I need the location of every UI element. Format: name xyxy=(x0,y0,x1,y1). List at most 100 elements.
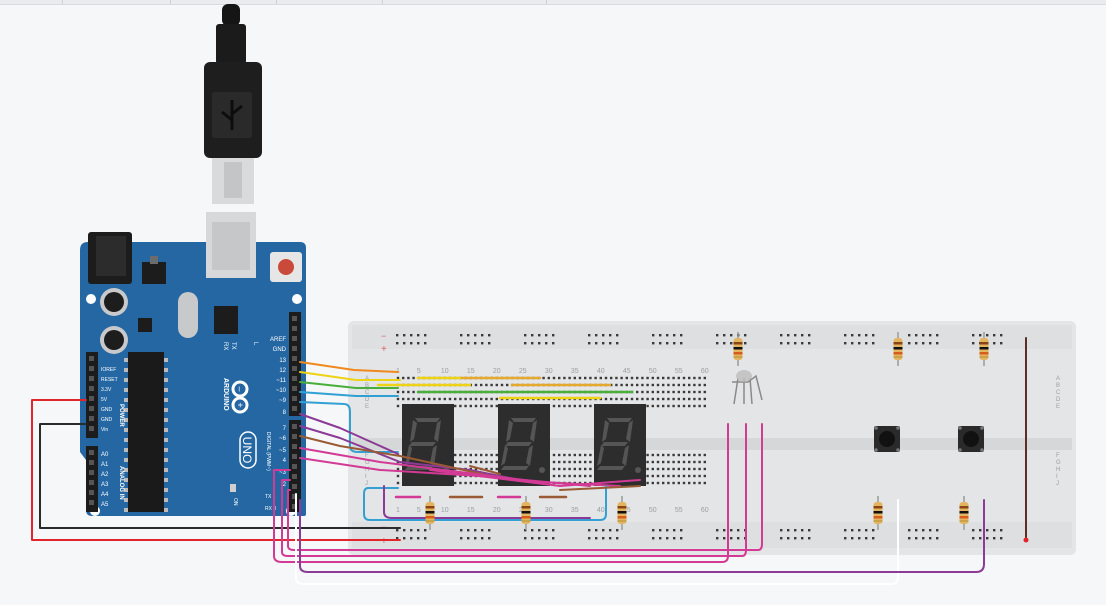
resistor-3[interactable] xyxy=(979,332,989,366)
column-number: 45 xyxy=(623,368,631,375)
wire-pin11 xyxy=(299,381,399,389)
resistor-1[interactable] xyxy=(733,332,743,366)
wire-pin10 xyxy=(299,391,399,397)
row-label: E xyxy=(1056,404,1060,410)
wire-magenta-long-3 xyxy=(287,423,763,551)
top-toolbar-strip xyxy=(0,0,1106,5)
rx-label: RX xyxy=(222,342,228,350)
power-pin-label: 3.3V xyxy=(101,387,112,393)
seven-segment-display-3[interactable] xyxy=(594,404,646,486)
column-number: 50 xyxy=(649,507,657,514)
toolbar-separator xyxy=(170,0,171,4)
digital-pin-label: AREF xyxy=(270,337,286,343)
column-number: 20 xyxy=(493,368,501,375)
resistor-8[interactable] xyxy=(959,496,969,530)
row-label: I xyxy=(1056,474,1058,480)
wire-pin6 xyxy=(299,435,501,479)
arduino-logo-text: ARDUINO xyxy=(222,378,229,411)
digital-pin-label: 2 xyxy=(283,482,287,488)
seven-segment-display-2[interactable] xyxy=(498,404,550,486)
push-button-1[interactable] xyxy=(874,426,900,452)
resistor-6[interactable] xyxy=(617,496,627,530)
power-pin-label: GND xyxy=(101,407,113,413)
rgb-led[interactable] xyxy=(732,370,763,405)
tx-pin-label: TX 1 xyxy=(265,494,276,500)
digital-pin-label: ~3 xyxy=(279,470,287,476)
digital-pin-label: 12 xyxy=(279,368,286,374)
wire-white-long xyxy=(295,493,899,585)
column-number: 1 xyxy=(396,507,400,514)
resistor-2[interactable] xyxy=(893,332,903,366)
power-label: POWER xyxy=(118,404,124,427)
resistor-4[interactable] xyxy=(425,496,435,530)
l-label: L xyxy=(252,342,258,346)
wire-gnd-black xyxy=(39,423,401,529)
digital-pin-label: ~10 xyxy=(276,388,287,394)
analog-pin-label: A0 xyxy=(101,452,109,458)
row-label: B xyxy=(365,383,369,389)
row-label: I xyxy=(365,474,367,480)
wire-blue-loop xyxy=(363,485,607,521)
power-header[interactable] xyxy=(86,352,98,438)
row-label: H xyxy=(1056,467,1060,473)
svg-text:+: + xyxy=(235,402,245,407)
column-number: 60 xyxy=(701,368,709,375)
breadboard-jumpers[interactable] xyxy=(376,376,634,499)
column-number: 25 xyxy=(519,368,527,375)
row-label: G xyxy=(1056,460,1061,466)
column-number: 15 xyxy=(467,507,475,514)
analog-pin-label: A4 xyxy=(101,492,109,498)
rail-plus-label-top: + xyxy=(381,344,387,355)
resistor-5[interactable] xyxy=(521,496,531,530)
wire-brown-2 xyxy=(559,485,641,491)
wire-magenta-long-1 xyxy=(273,423,729,563)
digital-pin-label: ~6 xyxy=(279,436,287,442)
row-label: B xyxy=(1056,383,1060,389)
uno-badge: UNO xyxy=(239,431,257,469)
analog-in-label: ANALOG IN xyxy=(118,466,124,500)
row-label: F xyxy=(1056,453,1060,459)
crystal xyxy=(178,292,198,338)
digital-pin-label: ~5 xyxy=(279,448,287,454)
wire-pin4 xyxy=(299,457,591,487)
rail-plus-label-bottom: + xyxy=(381,536,387,547)
power-pin-label: RESET xyxy=(101,377,118,383)
row-label: H xyxy=(365,467,369,473)
column-number: 40 xyxy=(597,507,605,514)
column-number: 5 xyxy=(417,507,421,514)
toolbar-separator xyxy=(546,0,547,4)
digital-label: DIGITAL (PWM~) xyxy=(265,432,271,471)
power-pin-label: GND xyxy=(101,417,113,423)
wire-pin7 xyxy=(299,425,521,481)
atmega-chip xyxy=(128,352,164,512)
digital-pin-label: 8 xyxy=(283,410,287,416)
row-label: E xyxy=(365,404,369,410)
uno-label: UNO xyxy=(240,437,254,464)
wire-magenta-seg xyxy=(429,469,641,487)
toolbar-separator xyxy=(62,0,63,4)
resistor-7[interactable] xyxy=(873,496,883,530)
tx-label: TX xyxy=(230,342,236,350)
wire-magenta-long-2 xyxy=(281,423,747,557)
column-number: 10 xyxy=(441,507,449,514)
analog-pin-label: A5 xyxy=(101,502,109,508)
column-number: 50 xyxy=(649,368,657,375)
analog-pin-label: A2 xyxy=(101,472,109,478)
arduino-uno-board[interactable]: – + ARDUINO UNO DIGITAL (PWM~) RX TX L O… xyxy=(80,212,306,516)
row-label: J xyxy=(365,481,368,487)
digital-pin-label: 7 xyxy=(283,426,287,432)
rail-minus-label-top: − xyxy=(381,331,386,341)
column-number: 10 xyxy=(441,368,449,375)
usb-symbol-icon xyxy=(221,100,243,130)
toolbar-separator xyxy=(382,0,383,4)
row-label: C xyxy=(1056,390,1061,396)
arduino-infinity-logo: – + xyxy=(231,380,249,414)
wires[interactable] xyxy=(31,337,1029,585)
usb-cable[interactable] xyxy=(204,4,262,204)
push-button-2[interactable] xyxy=(958,426,984,452)
wire-pin13 xyxy=(299,361,399,373)
column-number: 45 xyxy=(623,507,631,514)
column-number: 55 xyxy=(675,368,683,375)
row-label: D xyxy=(1056,397,1061,403)
